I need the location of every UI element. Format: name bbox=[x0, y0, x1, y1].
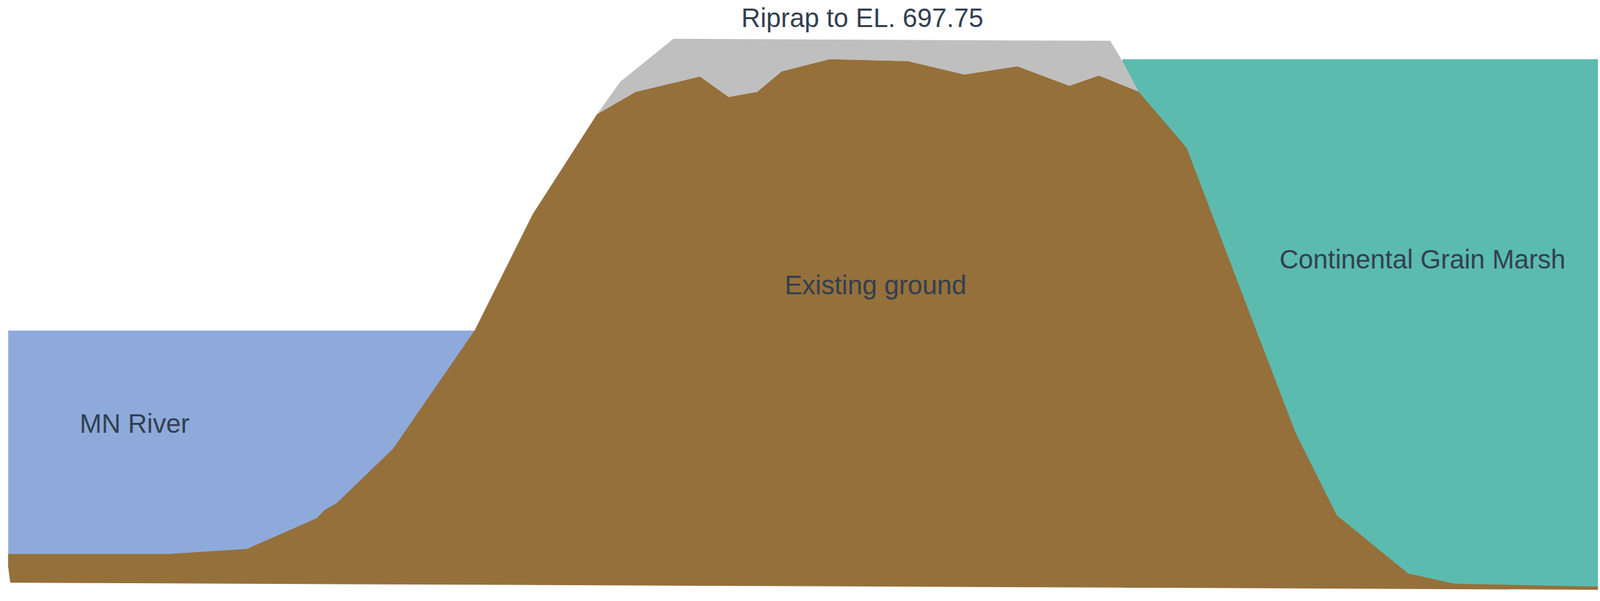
existing-ground bbox=[7, 59, 1599, 590]
river-label: MN River bbox=[79, 407, 191, 440]
ground-label: Existing ground bbox=[784, 269, 967, 301]
marsh-label: Continental Grain Marsh bbox=[1279, 243, 1566, 276]
riprap-elevation-label: Riprap to EL. 697.75 bbox=[741, 1, 984, 34]
